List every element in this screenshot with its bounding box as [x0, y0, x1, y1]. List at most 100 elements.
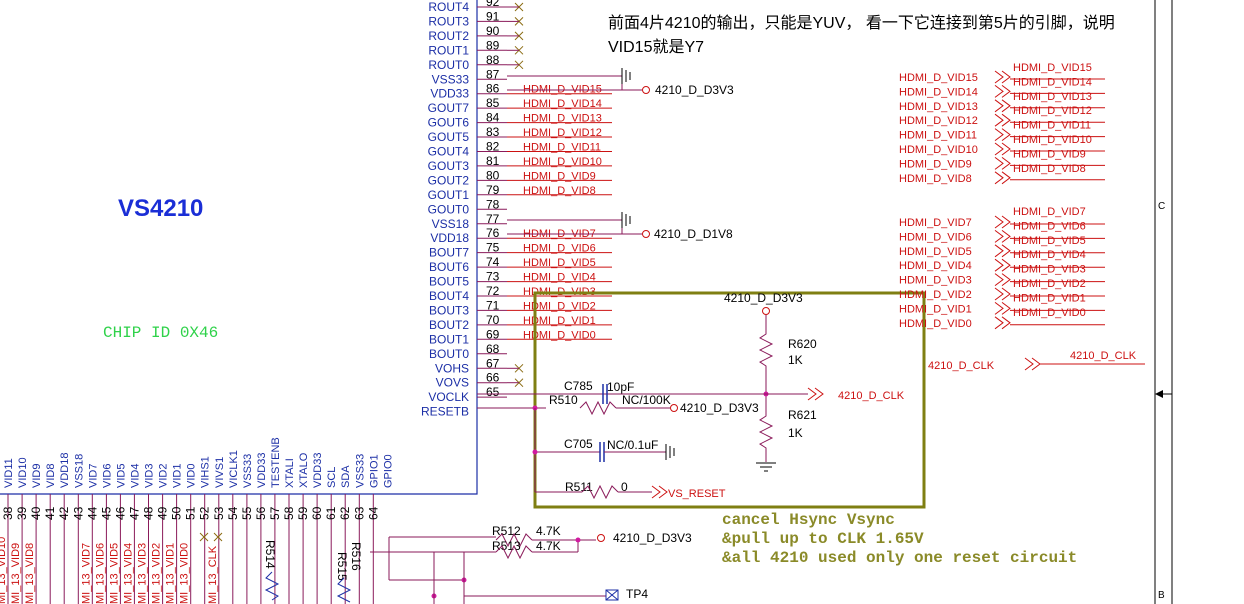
pin-number: 71 [486, 298, 500, 312]
hdmi-net-item: HDMI_D_VID4 [1013, 249, 1086, 261]
bottom-pin-number: 53 [212, 506, 226, 520]
bottom-pin-name: VID3 [144, 464, 156, 488]
pin-name: BOUT4 [429, 289, 469, 303]
bottom-pin-name: VDD18 [59, 453, 71, 488]
pin-number: 65 [486, 385, 500, 399]
hdmi-net-label: HDMI_D_VID8 [899, 173, 972, 185]
bottom-net-label: MI_13_VID7 [80, 543, 92, 604]
pin-number: 83 [486, 125, 500, 139]
bottom-pin-name: VID7 [87, 464, 99, 488]
r514-ref: R514 [263, 540, 277, 569]
pin-name: ROUT0 [428, 58, 469, 72]
pin-number: 80 [486, 168, 500, 182]
hdmi-net-item: HDMI_D_VID2 [1013, 278, 1086, 290]
pin-name: VDD33 [430, 87, 469, 101]
hdmi-net-item: HDMI_D_VID1 [899, 301, 1105, 315]
pin-net: HDMI_D_VID12 [523, 127, 602, 139]
r621-ref: R621 [788, 408, 817, 422]
hdmi-net-label: HDMI_D_VID11 [899, 130, 977, 142]
hdmi-net-label: HDMI_D_VID6 [1013, 220, 1086, 232]
pin-net: HDMI_D_VID11 [523, 142, 601, 154]
bottom-pin-number: 40 [29, 506, 43, 520]
bottom-pin-name: VID9 [31, 464, 43, 488]
bottom-pin-name: VDD33 [256, 453, 268, 488]
hdmi-net-item: HDMI_D_VID12 [899, 113, 1105, 127]
pin-name: GOUT5 [428, 130, 470, 144]
r516-ref: R516 [349, 542, 363, 571]
hdmi-net-label: HDMI_D_VID4 [1013, 249, 1086, 261]
pin-name: VSS33 [432, 72, 470, 86]
note-line-1: cancel Hsync Vsync [722, 511, 895, 529]
bottom-pin-name: SCL [326, 467, 338, 488]
bottom-pin-number: 43 [71, 506, 85, 520]
chip-id: CHIP ID 0X46 [103, 324, 218, 342]
reset-net-label: VS_RESET [668, 488, 726, 500]
bottom-net-label: MI_13_VID0 [179, 543, 191, 604]
hdmi-net-label: HDMI_D_VID15 [899, 72, 978, 84]
bottom-net-label: MI_13_VID10 [0, 537, 8, 604]
pin-name: GOUT3 [428, 159, 470, 173]
pin-number: 85 [486, 96, 500, 110]
pin-net: HDMI_D_VID0 [523, 329, 596, 341]
hdmi-net-item: HDMI_D_VID9 [1013, 148, 1086, 160]
r510-ref: R510 [549, 393, 578, 407]
pin-number: 87 [486, 67, 500, 81]
hdmi-net-item: HDMI_D_VID9 [899, 156, 1105, 170]
bottom-pin-number: 62 [338, 506, 352, 520]
pin-number: 70 [486, 313, 500, 327]
hdmi-net-label: HDMI_D_VID4 [899, 260, 972, 272]
bottom-pin-name: GPIO0 [382, 454, 394, 488]
hdmi-net-label: HDMI_D_VID12 [1013, 105, 1092, 117]
bottom-net-label: MI_13_VID9 [10, 543, 22, 604]
pin-number: 86 [486, 82, 500, 96]
hdmi-net-item: HDMI_D_VID6 [1013, 220, 1086, 232]
bottom-pin-name: VID1 [172, 464, 184, 488]
chip-body-outline [0, 0, 478, 495]
hdmi-net-label: HDMI_D_VID10 [899, 144, 978, 156]
bottom-pin-name: VDD33 [312, 453, 324, 488]
bottom-pin-number: 64 [366, 506, 380, 520]
pin-net: HDMI_D_VID13 [523, 113, 602, 125]
bottom-pin-number: 41 [43, 506, 57, 520]
annotation-line-1: 前面4片4210的输出，只能是YUV， 看一下它连接到第5片的引脚，说明 [608, 15, 1115, 32]
bottom-pin-number: 38 [1, 506, 15, 520]
pin-number: 74 [486, 255, 500, 269]
hdmi-net-label: HDMI_D_VID13 [1013, 91, 1092, 103]
bottom-pin-number: 46 [113, 506, 127, 520]
pin-83: GOUT5 83 HDMI_D_VID12 [428, 125, 612, 144]
annotation-note: 前面4片4210的输出，只能是YUV， 看一下它连接到第5片的引脚，说明 VID… [608, 12, 1228, 60]
hdmi-net-item: HDMI_D_VID11 [1013, 120, 1091, 132]
highlight-box [533, 291, 926, 509]
reset-network: C705 NC/0.1uF R511 0 VS_RESET [532, 408, 726, 500]
bottom-net-label: MI_13_VID2 [151, 543, 163, 604]
hdmi-net-label: HDMI_D_VID5 [1013, 235, 1086, 247]
clk-network: C785 10pF R510 NC/100K 4210_D_D3V3 4210_… [477, 379, 905, 416]
pin-name: GOUT0 [428, 202, 470, 216]
bottom-pin-number: 58 [282, 506, 296, 520]
r511-value: 0 [621, 480, 628, 494]
bottom-pin-gpio0: GPIO0 [382, 454, 394, 488]
hdmi-net-item: HDMI_D_VID2 [899, 287, 1105, 301]
r511-ref: R511 [565, 480, 593, 494]
hdmi-net-item: HDMI_D_VID1 [1013, 292, 1086, 304]
bottom-net-label: MI_13_CLK [207, 545, 219, 604]
